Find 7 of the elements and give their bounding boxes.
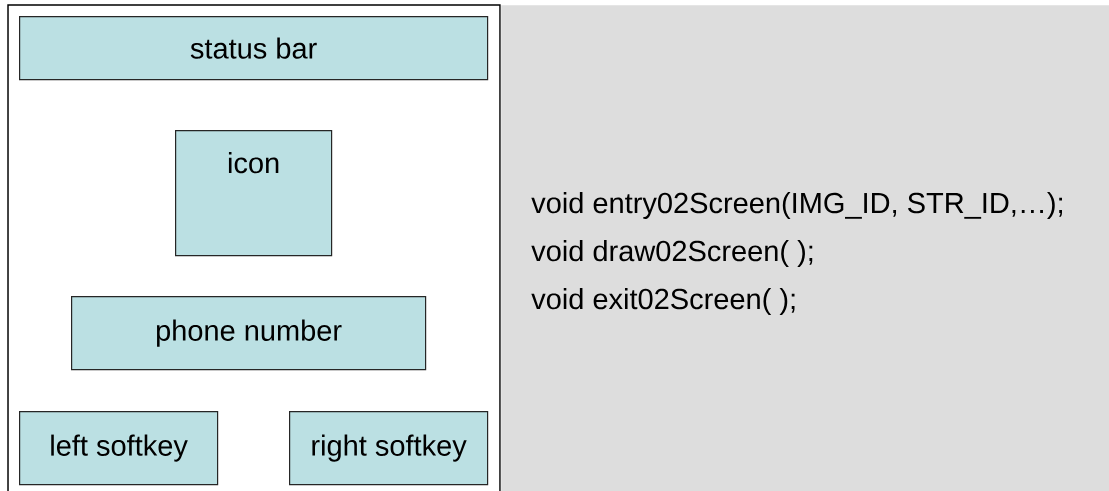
screen-element-box: phone number — [71, 296, 427, 371]
screen-element-box: status bar — [19, 16, 489, 81]
screen-element-box: left softkey — [19, 411, 219, 486]
screen-element-box: icon — [175, 130, 333, 257]
code-panel: void entry02Screen(IMG_ID, STR_ID,…); void draw02Screen( ); void exit02Screen( ); — [501, 5, 1109, 491]
phone-screen-frame — [7, 4, 501, 491]
screen-element-box: right softkey — [289, 411, 489, 486]
